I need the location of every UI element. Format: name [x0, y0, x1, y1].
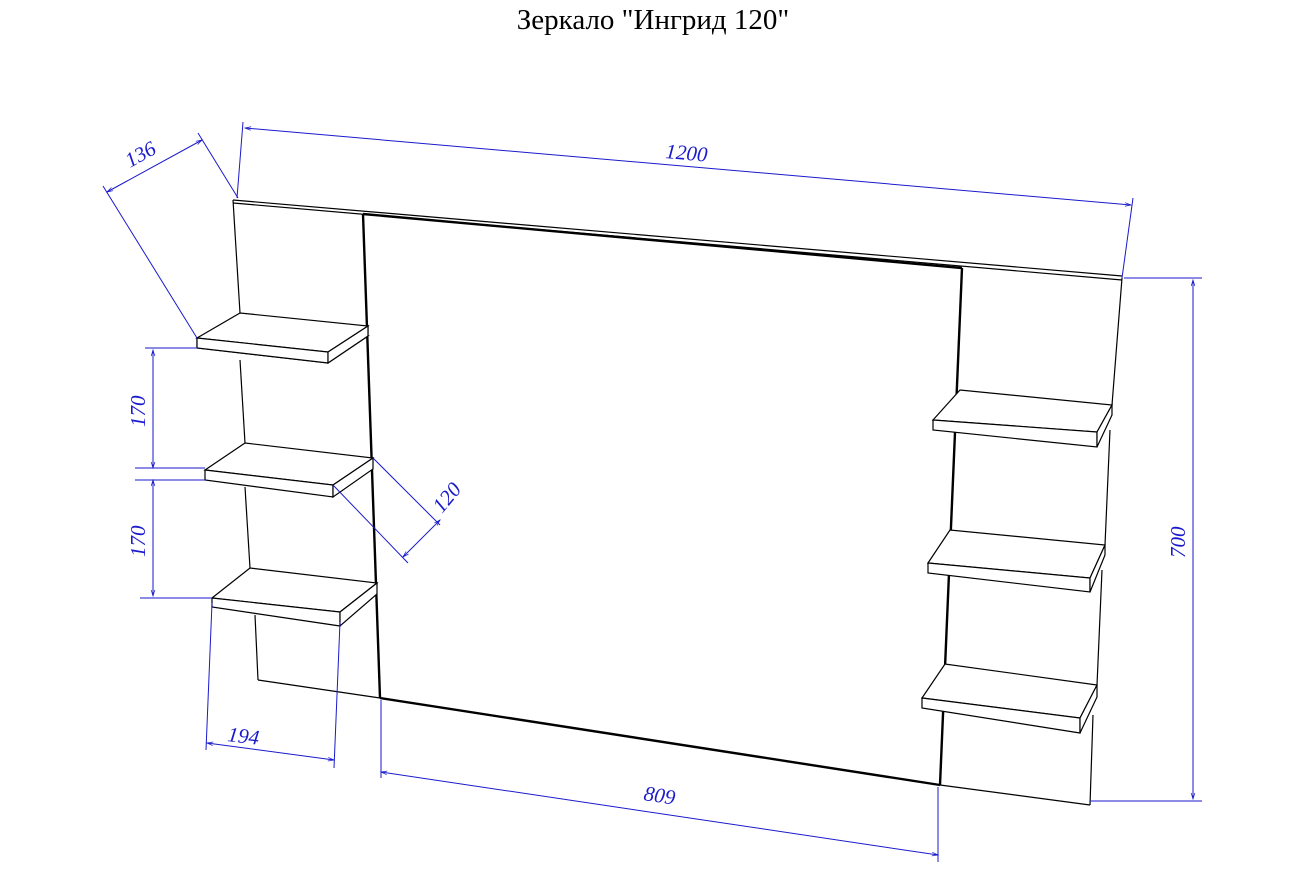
shelf-left-2 [203, 442, 375, 499]
dimension-label-194: 194 [226, 722, 261, 750]
dimension-shelf-gaps: 170 170 [126, 347, 212, 599]
dimension-label-1200: 1200 [665, 139, 709, 167]
shelf-right-3 [920, 663, 1098, 734]
dimension-height-total: 700 [1090, 277, 1202, 802]
dimension-label-170-upper: 170 [126, 395, 150, 427]
dimension-shelf-width: 194 [205, 602, 341, 769]
dimension-label-120: 120 [427, 477, 466, 517]
dimension-width-total: 1200 [236, 121, 1134, 279]
dimension-shelf-depth-top: 136 [102, 132, 239, 339]
dimension-label-700: 700 [1166, 526, 1190, 558]
drawing-title: Зеркало "Ингрид 120" [516, 4, 790, 36]
shelf-left-1 [195, 312, 370, 365]
shelf-right-2 [926, 529, 1106, 593]
shelf-left-3 [210, 567, 379, 628]
dimension-mirror-width: 809 [379, 700, 940, 862]
shelf-right-1 [931, 389, 1113, 448]
dimension-label-809: 809 [642, 781, 677, 809]
dimension-label-136: 136 [121, 136, 161, 173]
dimension-label-170-lower: 170 [126, 525, 150, 557]
